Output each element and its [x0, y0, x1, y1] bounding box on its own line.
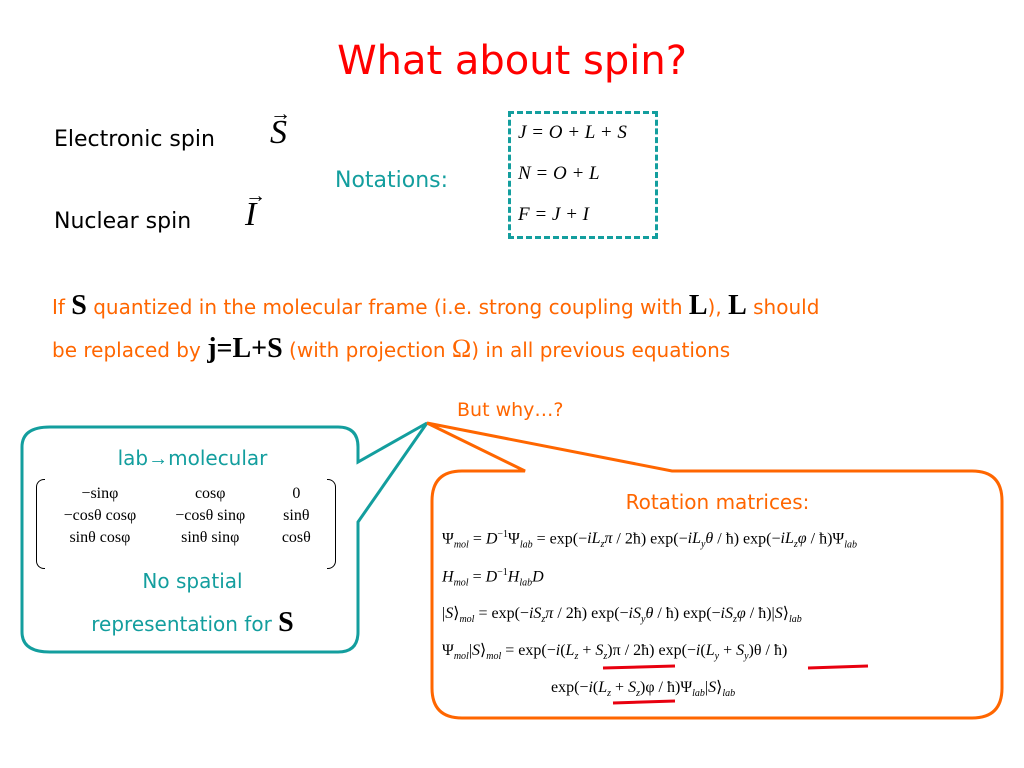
lab-molecular-heading: lab→molecular — [117, 446, 268, 470]
but-why-label: But why…? — [457, 399, 564, 421]
notations-label: Notations: — [335, 168, 449, 193]
nuclear-spin-symbol: I — [245, 183, 257, 234]
matrix-cell: sinθ — [283, 507, 310, 524]
rotation-matrices-heading: Rotation matrices: — [625, 490, 810, 514]
matrix-table: −sinφ cosφ 0 −cosθ cosφ −cosθ sinφ sinθ … — [44, 483, 328, 549]
equation-psi-mol: Ψmol = D−1Ψlab = exp(−iLzπ / 2ħ) exp(−iL… — [442, 529, 857, 551]
underline-lz-sz-1 — [602, 664, 676, 670]
equation-continuation: exp(−i(Lz + Sz)φ / ħ)Ψlab|S⟩lab — [551, 679, 736, 700]
matrix-row: sinθ cosφ sinθ sinφ cosθ — [44, 527, 328, 549]
matrix-cell: −sinφ — [81, 485, 119, 502]
matrix-cell: −cosθ sinφ — [175, 507, 246, 524]
matrix-row: −cosθ cosφ −cosθ sinφ sinθ — [44, 505, 328, 527]
page-title: What about spin? — [337, 38, 687, 84]
rotation-matrix: −sinφ cosφ 0 −cosθ cosφ −cosθ sinφ sinθ … — [36, 479, 336, 569]
matrix-cell: cosφ — [194, 485, 226, 502]
right-callout-border — [426, 421, 1004, 720]
paragraph-line-1: If S quantized in the molecular frame (i… — [52, 290, 820, 321]
matrix-cell: sinθ cosφ — [69, 529, 131, 546]
caption-representation: representation for S — [91, 607, 294, 638]
matrix-row: −sinφ cosφ 0 — [44, 483, 328, 505]
matrix-cell: −cosθ cosφ — [63, 507, 137, 524]
electronic-spin-label: Electronic spin — [54, 127, 215, 152]
equation-s-mol: |S⟩mol = exp(−iSzπ / 2ħ) exp(−iSyθ / ħ) … — [442, 605, 802, 626]
notation-equation-n: N = O + L — [518, 163, 600, 184]
nuclear-spin-label: Nuclear spin — [54, 209, 192, 234]
equation-h-mol: Hmol = D−1HlabD — [442, 567, 544, 589]
matrix-left-bracket — [36, 479, 45, 569]
underline-lz-sz-2 — [612, 699, 676, 705]
matrix-cell: 0 — [292, 485, 301, 502]
left-callout-border — [20, 421, 429, 654]
notation-equation-f: F = J + I — [518, 204, 590, 225]
notation-equation-j: J = O + L + S — [518, 122, 627, 143]
matrix-cell: cosθ — [281, 529, 311, 546]
notations-box: J = O + L + S N = O + L F = J + I — [508, 111, 658, 239]
equation-psi-s-mol: Ψmol|S⟩mol = exp(−i(Lz + Sz)π / 2ħ) exp(… — [442, 642, 788, 663]
matrix-right-bracket — [327, 479, 336, 569]
caption-no-spatial: No spatial — [142, 569, 243, 593]
paragraph-line-2: be replaced by j=L+S (with projection Ω)… — [52, 333, 731, 364]
underline-ly-sy — [807, 664, 869, 670]
matrix-cell: sinθ sinφ — [181, 529, 240, 546]
electronic-spin-symbol: S — [270, 101, 287, 152]
